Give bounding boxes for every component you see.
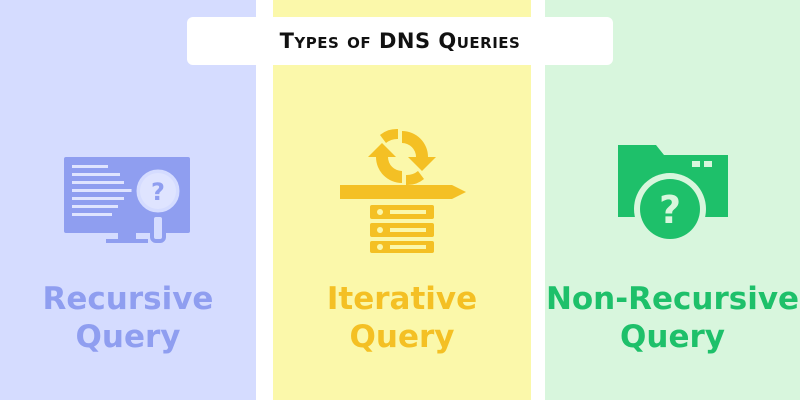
recursive-label: Recursive Query: [0, 280, 256, 356]
iterative-label-line1: Iterative: [326, 281, 478, 317]
monitor-search-question-icon: ?: [64, 157, 190, 243]
recursive-label-line2: Query: [75, 319, 181, 355]
page-title: Types of DNS Queries: [279, 29, 521, 53]
iterative-label: Iterative Query: [273, 280, 531, 356]
cycle-server-stack-icon: [340, 128, 466, 253]
nonrecursive-label: Non-Recursive Query: [545, 280, 800, 356]
panel-nonrecursive: ? Non-Recursive Query: [545, 0, 800, 400]
svg-text:?: ?: [658, 188, 680, 232]
nonrecursive-label-line2: Query: [620, 319, 725, 355]
panel-recursive: ? Recursive Query: [0, 0, 256, 400]
nonrecursive-icon-container: ?: [545, 125, 800, 255]
title-box: Types of DNS Queries: [187, 17, 613, 65]
iterative-label-line2: Query: [349, 319, 455, 355]
panel-iterative: Iterative Query: [273, 0, 531, 400]
recursive-label-line1: Recursive: [42, 281, 214, 317]
iterative-icon-container: [273, 125, 531, 255]
svg-text:?: ?: [151, 178, 165, 206]
recursive-icon-container: ?: [0, 125, 256, 255]
folder-question-icon: ?: [617, 145, 728, 245]
nonrecursive-label-line1: Non-Recursive: [545, 281, 800, 317]
